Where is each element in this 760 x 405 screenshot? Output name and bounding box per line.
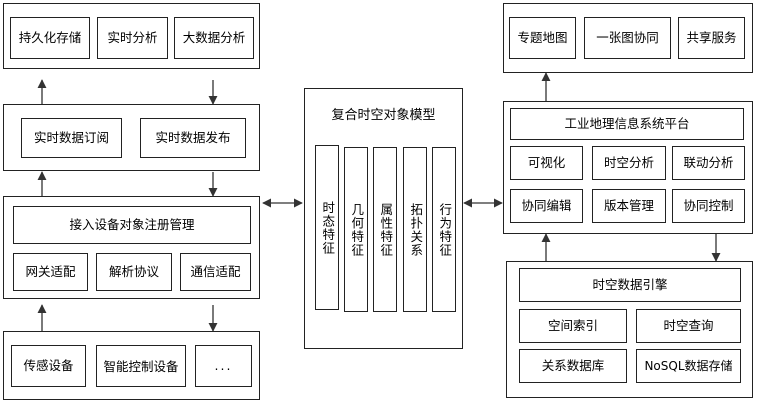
feature-topology: 拓扑关系 (403, 147, 427, 312)
device-registration-box: 接入设备对象注册管理 (13, 206, 251, 244)
more-devices-box: ... (195, 345, 252, 387)
feature-topology-label: 拓扑关系 (408, 202, 424, 257)
version-management-box: 版本管理 (592, 189, 666, 223)
feature-geometric-label: 几何特征 (349, 202, 365, 257)
nosql-storage-box: NoSQL数据存储 (636, 349, 741, 383)
feature-geometric: 几何特征 (344, 147, 368, 312)
realtime-publish-box: 实时数据发布 (140, 118, 246, 158)
spatial-index-box: 空间索引 (519, 309, 627, 343)
thematic-map-box: 专题地图 (509, 17, 576, 59)
spatiotemporal-analysis-box: 时空分析 (592, 146, 666, 180)
feature-temporal-label: 时态特征 (320, 200, 336, 255)
gis-platform-box: 工业地理信息系统平台 (510, 108, 744, 140)
persistent-storage-box: 持久化存储 (10, 17, 90, 59)
bigdata-analysis-box: 大数据分析 (174, 17, 254, 59)
gateway-adapter-box: 网关适配 (13, 253, 88, 291)
spatiotemporal-query-box: 时空查询 (636, 309, 741, 343)
smart-control-device-label: 智能控制设备 (103, 358, 179, 374)
relational-db-box: 关系数据库 (519, 349, 627, 383)
smart-control-device-box: 智能控制设备 (96, 345, 186, 387)
feature-attribute-label: 属性特征 (378, 202, 394, 257)
feature-attribute: 属性特征 (373, 147, 397, 312)
spatiotemporal-engine-box: 时空数据引擎 (519, 268, 741, 302)
feature-behavior-label: 行为特征 (437, 202, 453, 257)
center-model-title: 复合时空对象模型 (331, 108, 436, 123)
realtime-subscribe-box: 实时数据订阅 (21, 118, 122, 158)
feature-behavior: 行为特征 (432, 147, 456, 312)
parse-protocol-box: 解析协议 (96, 253, 172, 291)
comm-adapter-box: 通信适配 (180, 253, 251, 291)
sensor-device-box: 传感设备 (11, 345, 86, 387)
collab-control-box: 协同控制 (672, 189, 745, 223)
shared-service-box: 共享服务 (678, 17, 745, 59)
collab-edit-box: 协同编辑 (510, 189, 583, 223)
visualization-box: 可视化 (510, 146, 583, 180)
linkage-analysis-box: 联动分析 (672, 146, 745, 180)
one-map-collab-box: 一张图协同 (584, 17, 671, 59)
realtime-analysis-box: 实时分析 (97, 17, 168, 59)
feature-temporal: 时态特征 (315, 145, 339, 310)
